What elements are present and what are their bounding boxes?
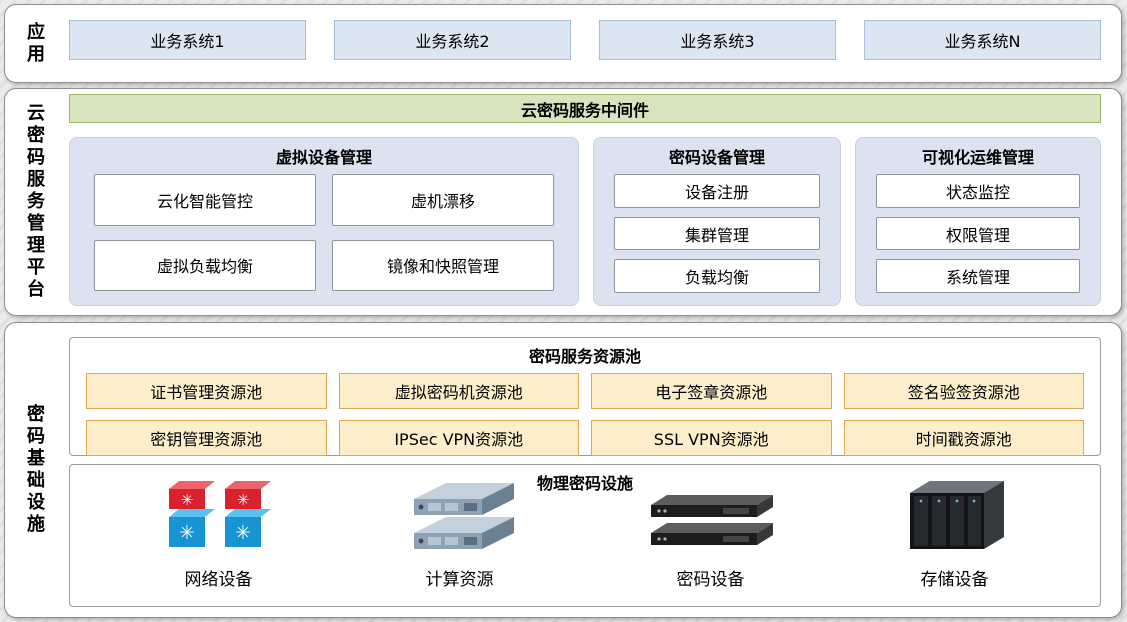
virtual-device-management-panel: 虚拟设备管理 云化智能管控 虚机漂移 虚拟负载均衡 镜像和快照管理: [69, 137, 579, 306]
crypto-device-management-panel: 密码设备管理 设备注册 集群管理 负载均衡: [593, 137, 841, 306]
infrastructure-layer: 密码基础设施 密码服务资源池 证书管理资源池 虚拟密码机资源池 电子签章资源池 …: [4, 322, 1122, 618]
physical-facilities-panel: 物理密码设施 ✳ ✳: [69, 464, 1101, 607]
visual-ops-stack: 状态监控 权限管理 系统管理: [856, 172, 1100, 305]
business-system-box: 业务系统2: [334, 20, 571, 60]
visual-ops-management-panel: 可视化运维管理 状态监控 权限管理 系统管理: [855, 137, 1101, 306]
module-box: 集群管理: [614, 216, 820, 251]
compute-device-group: 计算资源: [400, 477, 520, 600]
resource-pool-title: 密码服务资源池: [528, 347, 641, 366]
module-box: 虚拟负载均衡: [94, 239, 316, 291]
svg-text:✳: ✳: [179, 522, 195, 544]
svg-text:✳: ✳: [180, 491, 193, 509]
module-box: 状态监控: [876, 174, 1080, 208]
module-box: 权限管理: [876, 216, 1080, 251]
resource-pool-box: 虚拟密码机资源池: [338, 373, 579, 409]
resource-pool-row: 密钥管理资源池 IPSec VPN资源池 SSL VPN资源池 时间戳资源池: [70, 420, 1100, 456]
resource-pool-box: 证书管理资源池: [86, 373, 327, 409]
middleware-bar: 云密码服务中间件: [69, 94, 1101, 123]
resource-pool-box: 电子签章资源池: [591, 373, 832, 409]
crypto-device-group: 密码设备: [645, 489, 777, 600]
server-stack-icon: [413, 483, 514, 549]
resource-pool-panel: 密码服务资源池 证书管理资源池 虚拟密码机资源池 电子签章资源池 签名验签资源池…: [69, 337, 1101, 456]
business-system-box: 业务系统3: [599, 20, 836, 60]
physical-facilities-title: 物理密码设施: [536, 474, 633, 493]
resource-pool-row: 证书管理资源池 虚拟密码机资源池 电子签章资源池 签名验签资源池: [70, 373, 1100, 409]
application-layer-label: 应用: [24, 21, 45, 66]
device-label: 网络设备: [184, 570, 253, 590]
device-label: 计算资源: [425, 570, 494, 590]
module-box: 云化智能管控: [94, 174, 316, 226]
module-box: 负载均衡: [614, 259, 820, 294]
panel-title: 可视化运维管理: [921, 148, 1034, 167]
crypto-device-stack: 设备注册 集群管理 负载均衡: [594, 172, 840, 305]
platform-panels-row: 虚拟设备管理 云化智能管控 虚机漂移 虚拟负载均衡 镜像和快照管理 密码设备管理…: [69, 137, 1101, 306]
devices-row: ✳ ✳ ✳ ✳: [70, 481, 1100, 600]
storage-device-group: 存储设备: [902, 475, 1008, 600]
network-device-group: ✳ ✳ ✳ ✳: [163, 477, 275, 600]
panel-title: 密码设备管理: [668, 148, 765, 167]
device-label: 密码设备: [676, 570, 745, 590]
resource-pool-box: 密钥管理资源池: [86, 420, 327, 456]
business-system-box: 业务系统N: [864, 20, 1101, 60]
application-layer: 应用 业务系统1 业务系统2 业务系统3 业务系统N: [4, 4, 1122, 83]
business-system-box: 业务系统1: [69, 20, 306, 60]
module-box: 系统管理: [876, 259, 1080, 294]
module-box: 虚机漂移: [332, 174, 554, 226]
module-box: 镜像和快照管理: [332, 239, 554, 291]
resource-pool-box: SSL VPN资源池: [591, 420, 832, 456]
device-label: 存储设备: [920, 570, 989, 590]
resource-pool-box: 时间戳资源池: [843, 420, 1084, 456]
resource-pool-box: 签名验签资源池: [843, 373, 1084, 409]
platform-layer: 云密码服务管理平台 云密码服务中间件 虚拟设备管理 云化智能管控 虚机漂移 虚拟…: [4, 88, 1122, 316]
crypto-rack-icon: [650, 495, 773, 545]
business-systems-row: 业务系统1 业务系统2 业务系统3 业务系统N: [69, 20, 1101, 60]
virtual-device-grid: 云化智能管控 虚机漂移 虚拟负载均衡 镜像和快照管理: [70, 172, 578, 305]
infrastructure-layer-label: 密码基础设施: [24, 404, 45, 536]
svg-text:✳: ✳: [235, 522, 251, 544]
panel-title: 虚拟设备管理: [275, 148, 372, 167]
storage-array-icon: [909, 481, 1004, 549]
resource-pool-box: IPSec VPN资源池: [338, 420, 579, 456]
platform-layer-label: 云密码服务管理平台: [24, 103, 45, 301]
svg-text:✳: ✳: [236, 491, 249, 509]
module-box: 设备注册: [614, 174, 820, 208]
network-switch-icon: ✳ ✳ ✳ ✳: [168, 481, 271, 547]
